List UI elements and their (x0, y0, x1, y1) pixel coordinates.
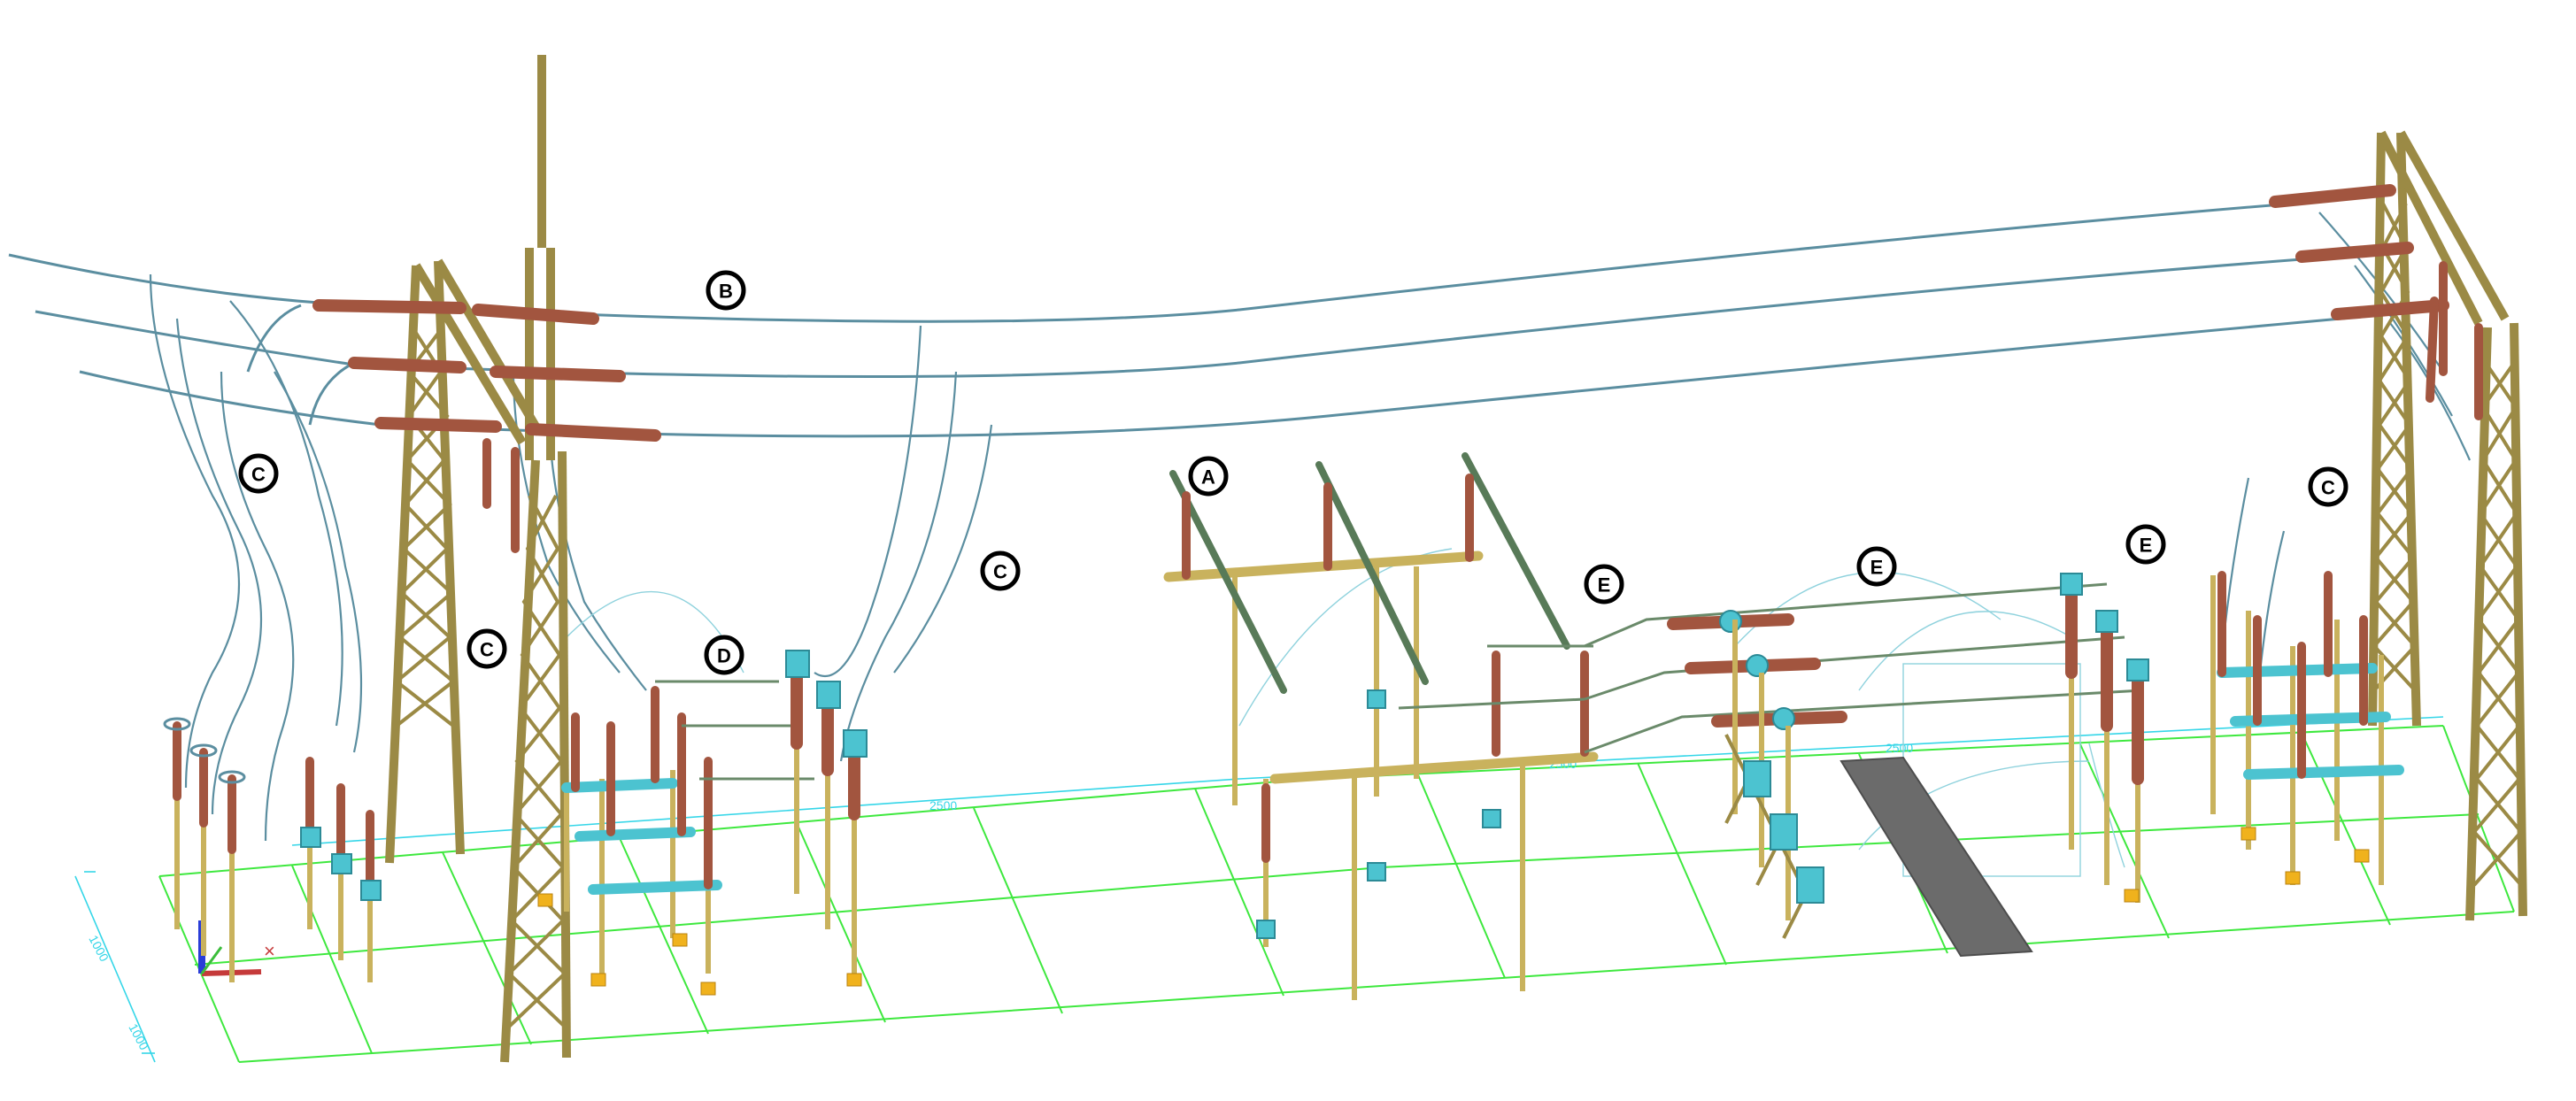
callout-c-left-label: C (251, 464, 266, 486)
circuit-breaker-group (1584, 582, 2143, 939)
callout-c-tower: C (467, 628, 507, 669)
ucs-axis-icon: × (198, 920, 275, 976)
callout-e-mid: E (1856, 546, 1897, 587)
callout-a: A (1188, 456, 1229, 497)
left-crossarm-insulators (312, 299, 661, 553)
callout-c-mid: C (980, 550, 1021, 591)
callout-c-left: C (238, 453, 279, 494)
callout-c-right-label: C (2321, 477, 2335, 499)
cable-trench (1839, 756, 2033, 958)
dimension-lines: 1000 1000 2500 2500 2500 (74, 716, 2444, 1063)
left-surge-arresters (163, 717, 382, 982)
callout-d-label: D (717, 645, 731, 667)
callout-e-left-label: E (1598, 574, 1611, 597)
overhead-conductors (8, 202, 2391, 438)
callout-b: B (706, 270, 746, 311)
right-disconnector-bay (2060, 571, 2404, 903)
callout-c-mid-label: C (993, 561, 1007, 583)
callout-c-right: C (2308, 466, 2348, 507)
svg-text:2500: 2500 (1886, 741, 1913, 755)
right-crossarm-insulators (2269, 184, 2483, 420)
svg-text:1000: 1000 (126, 1021, 151, 1052)
svg-text:1000: 1000 (86, 933, 112, 964)
callout-e-mid-label: E (1870, 557, 1884, 579)
callout-e-right: E (2125, 524, 2166, 565)
callout-b-label: B (719, 281, 733, 303)
callout-c-tower-label: C (480, 639, 494, 661)
cable-termination-posts (785, 650, 868, 987)
callout-a-label: A (1201, 466, 1215, 489)
callout-e-left: E (1584, 564, 1624, 604)
left-disconnector-bay (537, 680, 814, 996)
svg-text:×: × (264, 940, 275, 962)
drop-conductors (149, 212, 2472, 842)
callout-d: D (704, 635, 744, 675)
right-lattice-tower (2368, 130, 2527, 921)
callout-e-right-label: E (2140, 535, 2153, 557)
left-lattice-tower (385, 55, 571, 1063)
central-busbar-structure (1163, 452, 1599, 1000)
svg-text:2500: 2500 (929, 798, 957, 812)
